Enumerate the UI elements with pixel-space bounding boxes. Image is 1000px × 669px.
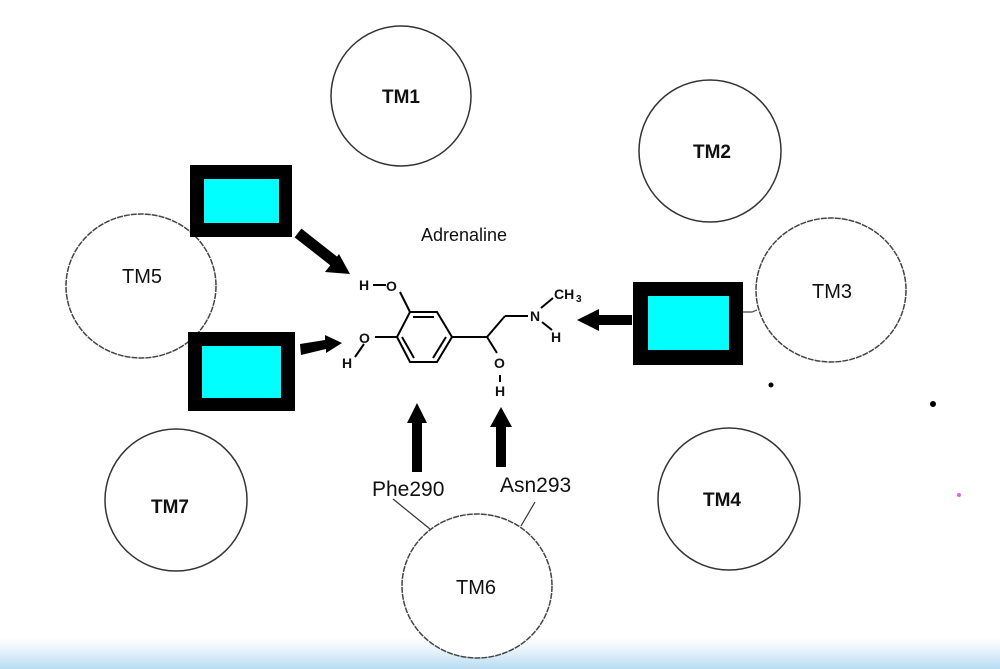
helix-tm1: TM1 [330,25,472,167]
helix-tm2: TM2 [638,79,782,223]
leader-line-phe290 [392,498,431,530]
atom-ch3: CH [554,286,574,302]
helix-label: TM1 [382,87,420,108]
adrenaline-atoms: H O O H O H N H CH 3 [342,277,582,399]
helix-label: TM7 [151,497,189,518]
arrow-amine [577,309,632,331]
atom-h: H [342,355,352,371]
connector-line [743,309,758,313]
binding-site-box-tm5-upper [190,165,292,237]
helix-tm7: TM7 [104,428,248,572]
helix-tm4: TM4 [657,427,801,571]
atom-h: H [495,383,505,399]
helix-label: TM4 [703,490,741,511]
residue-label-phe290: Phe290 [372,478,444,501]
arrow-upper-hydroxyl [294,228,350,274]
atom-ch3-subscript: 3 [576,294,582,305]
helix-tm5: TM5 [65,213,217,359]
helix-tm3: TM3 [755,217,907,363]
binding-site-box-tm3 [633,282,758,365]
stray-dot [930,401,936,407]
molecule-name: Adrenaline [421,225,507,245]
atom-n: N [530,308,540,324]
stray-dot-pink [957,493,961,497]
benzene-ring [395,311,454,363]
atom-o: O [359,330,370,346]
helix-label: TM3 [812,281,852,303]
stray-dot [768,382,774,388]
arrow-phe290 [407,403,427,472]
helix-label: TM6 [456,577,496,599]
residue-label-asn293: Asn293 [500,474,571,497]
binding-site-box-tm5-lower [188,332,295,411]
atom-h: H [359,277,369,293]
atom-o: O [494,355,505,371]
arrow-lower-hydroxyl [300,335,342,355]
helix-label: TM5 [122,266,162,288]
arrow-asn293 [490,407,512,467]
helix-tm6: TM6 [401,513,553,659]
helix-label: TM2 [693,142,731,163]
leader-line-asn293 [520,501,536,527]
adrenaline-structure [354,284,554,382]
atom-h: H [551,329,561,345]
atom-o: O [386,278,397,294]
